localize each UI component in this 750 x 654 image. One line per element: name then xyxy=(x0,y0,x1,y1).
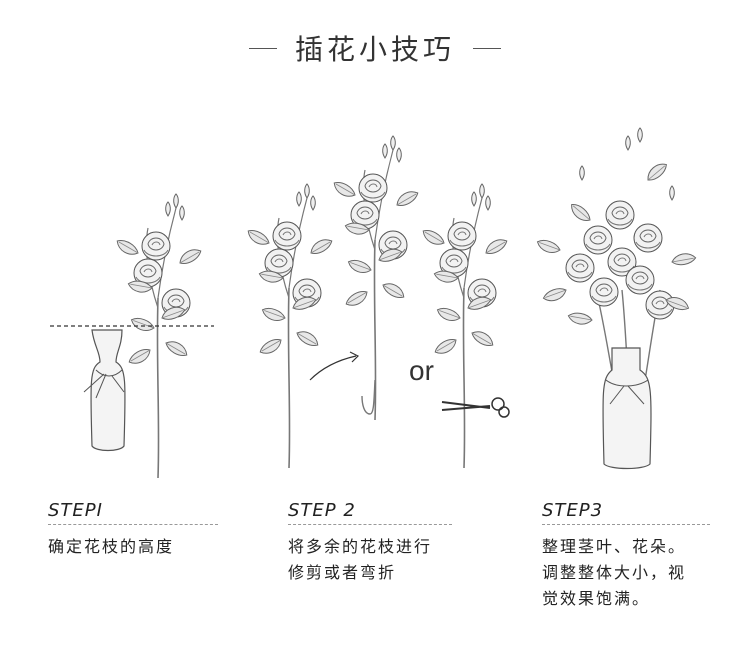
bend-arrow xyxy=(309,355,357,381)
step1-label: STEPI xyxy=(48,500,103,521)
step2-label: STEP 2 xyxy=(288,500,356,521)
step1-vase xyxy=(83,329,126,452)
step2-divider xyxy=(288,524,452,525)
scissors-icon xyxy=(441,397,510,418)
step2-branch-1 xyxy=(245,184,334,468)
step2-description: 将多余的花枝进行 修剪或者弯折 xyxy=(288,537,433,582)
step3-label: STEP3 xyxy=(542,500,604,521)
or-separator: or xyxy=(409,355,434,386)
step1-description: 确定花枝的高度 xyxy=(48,537,175,556)
page-title: 插花小技巧 xyxy=(294,33,455,66)
step1-divider xyxy=(48,524,218,525)
page-title-bar: 插花小技巧 xyxy=(0,28,750,68)
step3-vase xyxy=(602,347,652,470)
title-left-dash xyxy=(248,47,277,49)
bent-stem xyxy=(361,379,376,415)
step2-branch-2 xyxy=(331,136,420,420)
title-right-dash xyxy=(473,47,501,49)
step3-description: 整理茎叶、花朵。 调整整体大小，视 觉效果饱满。 xyxy=(542,537,687,608)
step3-divider xyxy=(542,524,710,525)
step2-branch-3 xyxy=(420,184,509,468)
step1-rose-branch xyxy=(114,194,203,478)
